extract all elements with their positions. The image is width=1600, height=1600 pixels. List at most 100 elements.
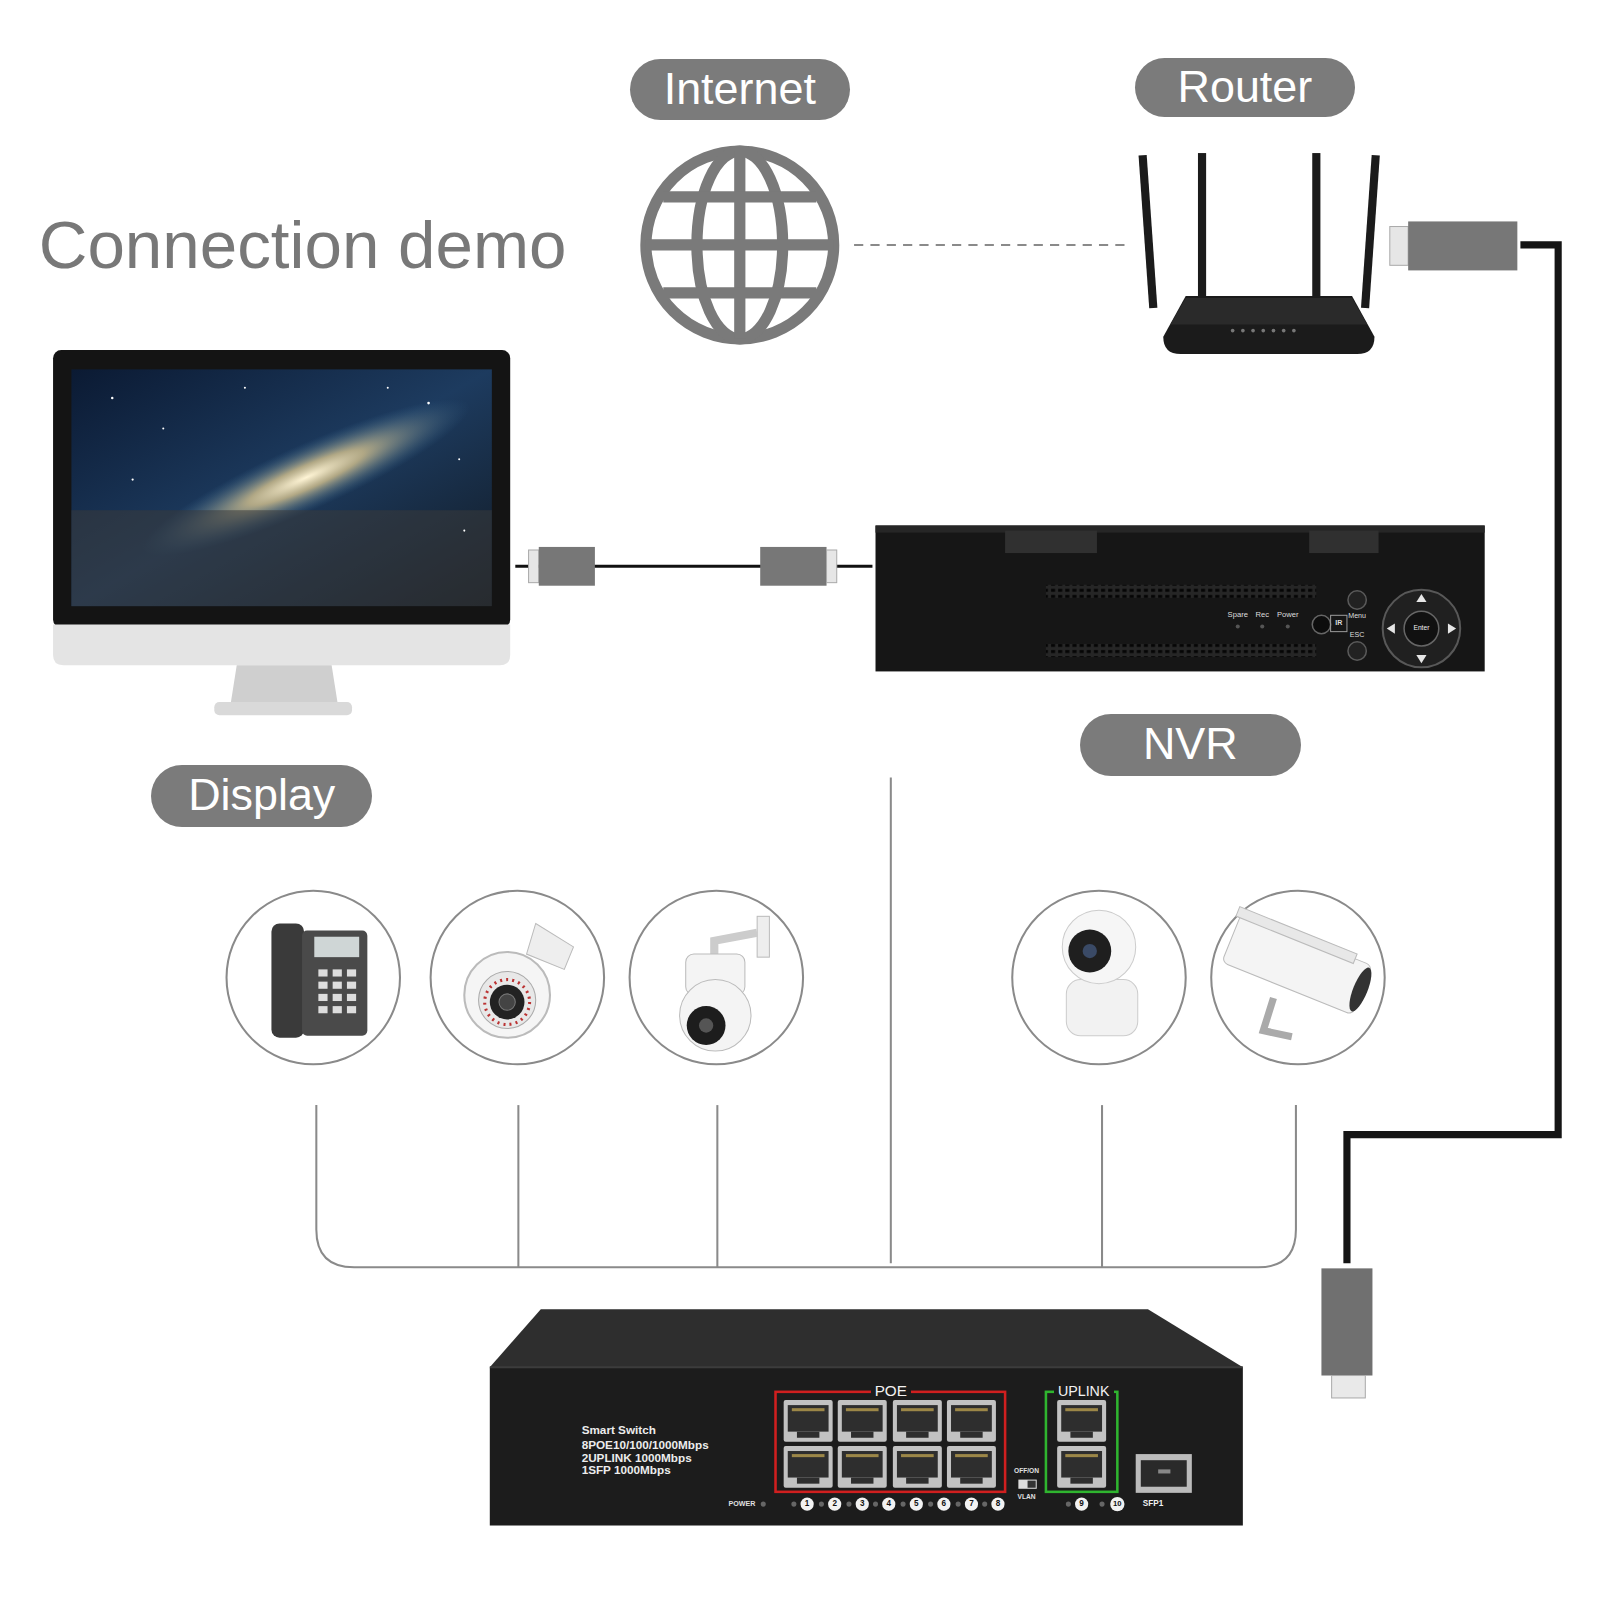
cable-plug-part — [827, 550, 837, 583]
poe-switch-part — [490, 1367, 1243, 1525]
poe-switch-part — [1141, 1460, 1187, 1487]
dome-camera-icon-part — [490, 985, 525, 1020]
poe-switch-part — [801, 1497, 1125, 1511]
poe-switch-part-part — [873, 1502, 878, 1507]
poe-switch-part-part — [937, 1497, 950, 1510]
display-node: Display — [51, 347, 515, 829]
router-node: Router — [1131, 53, 1521, 359]
ip-phone-icon — [271, 923, 367, 1037]
dome-camera-icon-part — [485, 980, 530, 1025]
ptz-camera-icon-part — [687, 1006, 726, 1045]
nvr-recorder-part — [876, 526, 1485, 533]
cable-plug-part — [1321, 1268, 1372, 1375]
internet-node: Internet — [628, 56, 855, 350]
poe-switch-part-part — [956, 1502, 961, 1507]
ip-phone-icon-part — [302, 931, 367, 1036]
poe-switch-part-part — [1110, 1497, 1124, 1511]
panel-label: POWER — [728, 1501, 755, 1508]
ip-phone-icon-part-part — [318, 969, 327, 976]
cable-plug-part — [1332, 1376, 1366, 1398]
nvr-recorder-part — [1236, 624, 1290, 628]
bullet-camera-icon-part-part — [1222, 913, 1372, 1015]
ptz-camera-icon — [680, 916, 770, 1051]
nvr-recorder-part — [1383, 590, 1461, 668]
ip-phone-icon-part-part — [318, 1006, 327, 1013]
panel-label: 3 — [860, 1500, 865, 1508]
ptz-camera-icon-part — [680, 980, 751, 1051]
panel-label: 6 — [942, 1500, 947, 1508]
panel-text: Smart Switch — [582, 1424, 656, 1436]
poe-switch-part-part — [791, 1502, 796, 1507]
nvr-recorder-part-part — [1286, 624, 1290, 628]
cable-plug-part — [760, 547, 826, 586]
poe-switch-part — [838, 1400, 887, 1442]
pill-label: NVR — [1080, 714, 1301, 775]
poe-switch-part-part — [928, 1502, 933, 1507]
poe-switch-part-part — [761, 1502, 766, 1507]
panel-label: 5 — [914, 1500, 919, 1508]
panel-label: 8 — [996, 1500, 1001, 1508]
nvr-recorder-part-part — [1448, 623, 1456, 633]
poe-switch-part-part — [1075, 1497, 1088, 1510]
nvr-recorder — [876, 526, 1485, 672]
poe-switch-part-part — [1099, 1502, 1104, 1507]
panel-label: Power — [1277, 611, 1299, 619]
pill-label: Display — [151, 765, 372, 826]
bullet-camera-icon — [1218, 907, 1379, 1037]
panel-label: Menu — [1348, 613, 1366, 620]
monitor-icon-part — [53, 624, 510, 665]
ip-phone-icon-part-part — [347, 1006, 356, 1013]
monitor-icon-part-part — [111, 397, 113, 399]
device-wires-part — [517, 1105, 519, 1267]
router-icon-part-part — [1292, 329, 1296, 333]
poe-switch-part-part — [828, 1497, 841, 1510]
nvr-recorder-part — [1348, 591, 1366, 609]
device-circles-part — [1211, 891, 1384, 1064]
cable-plug-part — [1390, 227, 1408, 266]
connector-line — [890, 778, 892, 1264]
ptz-camera-icon-part — [699, 1018, 713, 1032]
pill-text: NVR — [1143, 722, 1238, 767]
device-wires-part — [1101, 1105, 1103, 1267]
ip-phone-icon-part-part — [333, 982, 342, 989]
nvr-recorder-part — [1046, 644, 1316, 657]
nvr-recorder-part — [1312, 615, 1330, 633]
monitor-icon-part-part — [132, 478, 134, 480]
nvr-recorder-part — [1046, 585, 1316, 598]
poe-switch-part — [776, 1392, 1006, 1492]
nvr-recorder-part-part — [1387, 623, 1395, 633]
poe-switch — [490, 1309, 1243, 1525]
poe-switch-part-part — [965, 1497, 978, 1510]
poe-switch-part — [1158, 1469, 1170, 1473]
diagram-title: Connection demo — [39, 211, 567, 278]
device-wires — [316, 1105, 1296, 1267]
poe-switch-part — [784, 1446, 833, 1488]
ptz-camera-icon-part — [757, 916, 769, 957]
monitor-icon-part — [71, 369, 491, 606]
nvr-recorder-part — [1348, 642, 1366, 660]
globe-icon-part — [663, 191, 816, 202]
globe-icon-part — [646, 239, 834, 250]
panel-text: 1SFP 1000Mbps — [582, 1464, 671, 1476]
monitor-icon-part-part — [463, 530, 465, 532]
router-icon — [1139, 153, 1380, 354]
poe-switch-part — [838, 1446, 887, 1488]
cable-plug-part — [539, 547, 595, 586]
router-icon-part-part — [1139, 155, 1158, 308]
indoor-camera-icon-part — [1066, 980, 1137, 1036]
panel-label: Enter — [1414, 625, 1430, 632]
ip-phone-icon-part-part — [347, 982, 356, 989]
router-icon-part-part — [1282, 329, 1286, 333]
ptz-camera-icon-part — [714, 933, 757, 957]
device-wires-part — [316, 1105, 1296, 1267]
ip-phone-icon-part — [271, 923, 304, 1037]
panel-label: Spare — [1228, 611, 1248, 619]
nvr-recorder-part-part — [1416, 594, 1426, 602]
router-icon-part-part — [1312, 153, 1320, 298]
nvr-recorder-part — [1309, 531, 1378, 553]
cable-plug — [529, 221, 1518, 1398]
ip-phone-icon-part-part — [333, 969, 342, 976]
pill-text: Display — [188, 773, 335, 818]
pill-text: Internet — [664, 67, 816, 112]
